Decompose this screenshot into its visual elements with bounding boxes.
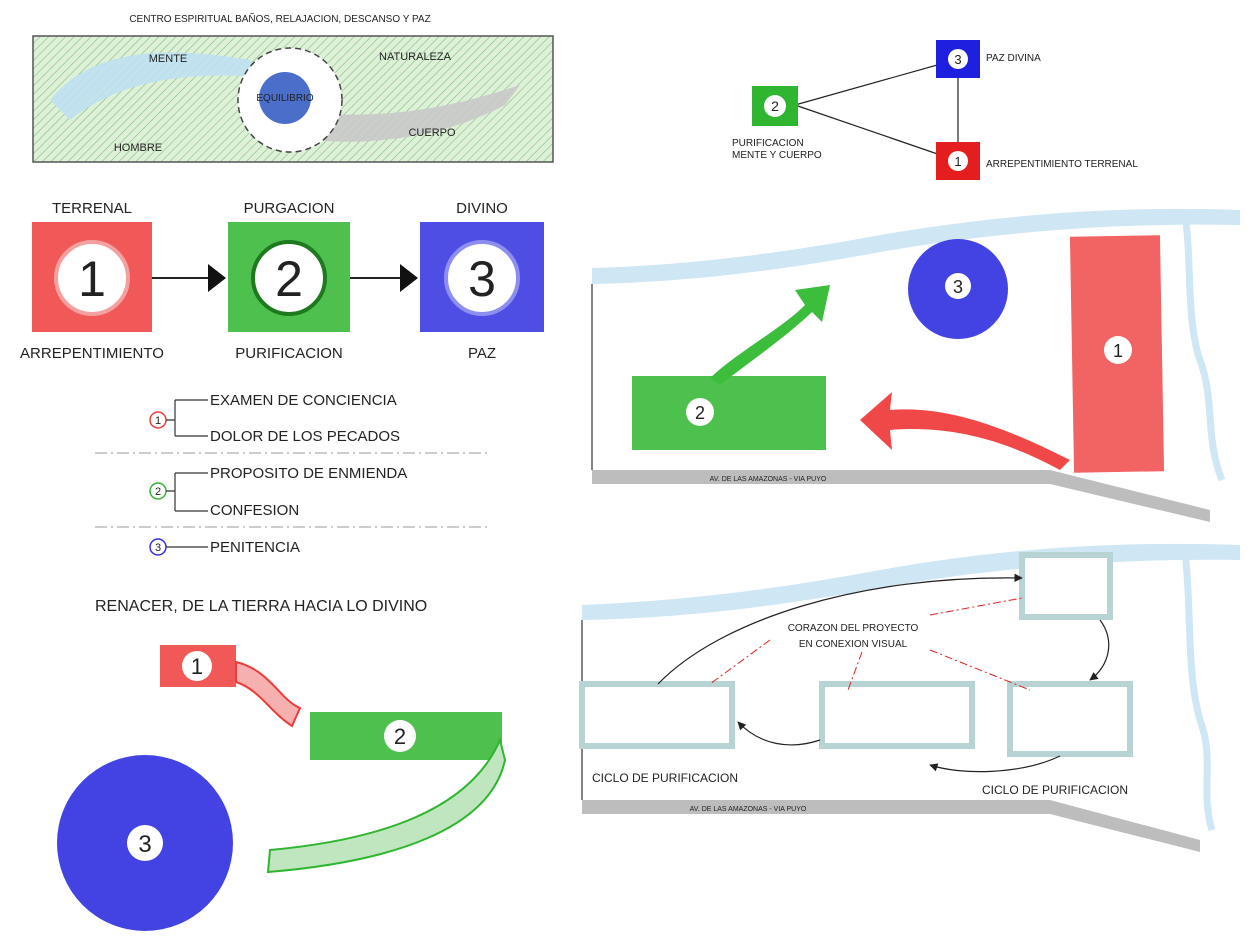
- site-plan-2-box-right: [1007, 681, 1133, 757]
- site-plan-1-zone-2: [632, 376, 826, 450]
- site-plan-2-cycle-arrow-bottom: [929, 755, 1061, 773]
- site-plan-2-stream: [1181, 551, 1216, 832]
- step-group-1-number: 1: [155, 415, 161, 427]
- stage-3-number: 3: [468, 251, 496, 307]
- triangle-label-2-line-1: PURIFICACION: [732, 138, 804, 149]
- step-group-2-number: 2: [155, 486, 161, 498]
- label-hombre: HOMBRE: [114, 142, 162, 154]
- triangle-circle-2: [764, 95, 786, 117]
- stage-1-circle: [54, 240, 130, 316]
- site-plan-1-road-label: AV. DE LAS AMAZONAS - VIA PUYO: [710, 476, 827, 483]
- rebirth-circle-1: [182, 651, 212, 681]
- triangle-number-3: 3: [954, 52, 961, 67]
- step-3-item-1: PENITENCIA: [210, 539, 300, 556]
- site-plan-2-visual-links: [709, 597, 1031, 691]
- site-plan-2: AV. DE LAS AMAZONAS - VIA PUYO CORAZON D…: [579, 543, 1240, 852]
- site-plan-1-arrow-green: [710, 285, 830, 385]
- label-mente: MENTE: [149, 53, 188, 65]
- triangle-circle-1: [948, 151, 968, 171]
- stage-2-number: 2: [275, 251, 303, 307]
- step-group-2-bracket: [166, 472, 208, 512]
- rebirth-number-1: 1: [191, 654, 203, 679]
- site-plan-1-stream: [1181, 214, 1226, 482]
- step-2-item-2: CONFESION: [210, 502, 299, 519]
- rebirth-circle-2: [384, 720, 416, 752]
- label-equilibrio: EQUILIBRIO: [256, 93, 313, 104]
- site-plan-2-heart-line-1: CORAZON DEL PROYECTO: [788, 623, 919, 634]
- site-plan-1-river: [592, 208, 1240, 284]
- site-plan-2-heart-line-2: EN CONEXION VISUAL: [799, 639, 908, 650]
- stage-2-bottom-label: PURIFICACION: [235, 345, 343, 362]
- label-naturaleza: NATURALEZA: [379, 51, 452, 63]
- site-plan-1-circle-1: [1104, 336, 1132, 364]
- site-plan-1-circle-3: [945, 273, 971, 299]
- stage-2-top-label: PURGACION: [244, 200, 335, 217]
- stage-arrowhead-1-2: [208, 264, 226, 292]
- site-plan-2-river: [582, 543, 1240, 620]
- stage-1-number: 1: [78, 251, 106, 307]
- site-plan-2-box-middle: [819, 681, 975, 749]
- step-1-item-2: DOLOR DE LOS PECADOS: [210, 428, 400, 445]
- triangle-label-2-line-2: MENTE Y CUERPO: [732, 150, 822, 161]
- step-group-1-bracket: [166, 399, 208, 437]
- triangle-number-1: 1: [954, 154, 961, 169]
- site-plan-1-road: [592, 470, 1210, 522]
- triangle-diagram: 2 3 1 PAZ DIVINA ARREPENTIMIENTO TERRENA…: [732, 40, 1138, 180]
- triangle-label-3: PAZ DIVINA: [986, 53, 1041, 64]
- mente-stream: [50, 52, 270, 120]
- site-plan-2-cycle-arrow-top: [657, 573, 1023, 685]
- site-plan-2-cycle-left-label: CICLO DE PURIFICACION: [592, 771, 738, 785]
- site-plan-1: AV. DE LAS AMAZONAS - VIA PUYO 1 3 2: [591, 208, 1240, 522]
- site-plan-1-number-3: 3: [953, 277, 963, 297]
- rebirth-number-3: 3: [138, 831, 151, 858]
- site-plan-1-arrow-red: [860, 392, 1070, 470]
- stage-3-bottom-label: PAZ: [468, 345, 496, 362]
- triangle-circle-3: [948, 49, 968, 69]
- site-plan-2-box-top-right: [1019, 552, 1113, 620]
- stage-3-circle: [444, 240, 520, 316]
- triangle-label-1: ARREPENTIMIENTO TERRENAL: [986, 159, 1138, 170]
- site-plan-1-number-2: 2: [695, 403, 705, 423]
- rebirth-number-2: 2: [394, 724, 406, 749]
- step-1-item-1: EXAMEN DE CONCIENCIA: [210, 392, 397, 409]
- step-2-item-1: PROPOSITO DE ENMIENDA: [210, 465, 407, 482]
- label-cuerpo: CUERPO: [408, 127, 456, 139]
- triangle-line-2-3: [794, 59, 956, 106]
- stage-1-top-label: TERRENAL: [52, 200, 132, 217]
- site-plan-2-box-left: [579, 681, 735, 749]
- equilibrio-core: [259, 72, 311, 124]
- stage-flow: TERRENAL 1 ARREPENTIMIENTO PURGACION 2 P…: [20, 200, 544, 362]
- step-group-3-number: 3: [155, 542, 161, 554]
- rebirth-title: RENACER, DE LA TIERRA HACIA LO DIVINO: [95, 598, 427, 615]
- stage-1-bottom-label: ARREPENTIMIENTO: [20, 345, 164, 362]
- site-plan-1-circle-2: [686, 398, 714, 426]
- stage-arrowhead-2-3: [400, 264, 418, 292]
- rebirth-diagram: RENACER, DE LA TIERRA HACIA LO DIVINO 1 …: [57, 598, 507, 931]
- cuerpo-stream: [280, 85, 520, 142]
- steps-list: 1 EXAMEN DE CONCIENCIA DOLOR DE LOS PECA…: [95, 392, 490, 556]
- rebirth-circle-3: [127, 825, 163, 861]
- header-title: CENTRO ESPIRITUAL BAÑOS, RELAJACION, DES…: [129, 12, 430, 25]
- site-plan-2-cycle-arrow-right: [1089, 619, 1110, 681]
- triangle-number-2: 2: [771, 98, 779, 114]
- site-plan-1-number-1: 1: [1113, 341, 1123, 361]
- rebirth-arrow-1-2: [235, 660, 302, 728]
- site-plan-2-road-label: AV. DE LAS AMAZONAS - VIA PUYO: [690, 806, 807, 813]
- concept-map: MENTE NATURALEZA EQUILIBRIO HOMBRE CUERP…: [32, 35, 554, 163]
- rebirth-arrow-2-3: [266, 736, 507, 874]
- stage-2-circle: [251, 240, 327, 316]
- site-plan-2-cycle-right-label: CICLO DE PURIFICACION: [982, 783, 1128, 797]
- stage-3-top-label: DIVINO: [456, 200, 508, 217]
- site-plan-2-road: [582, 800, 1200, 852]
- triangle-line-2-1: [794, 104, 956, 161]
- site-plan-2-cycle-arrow-left: [737, 721, 821, 746]
